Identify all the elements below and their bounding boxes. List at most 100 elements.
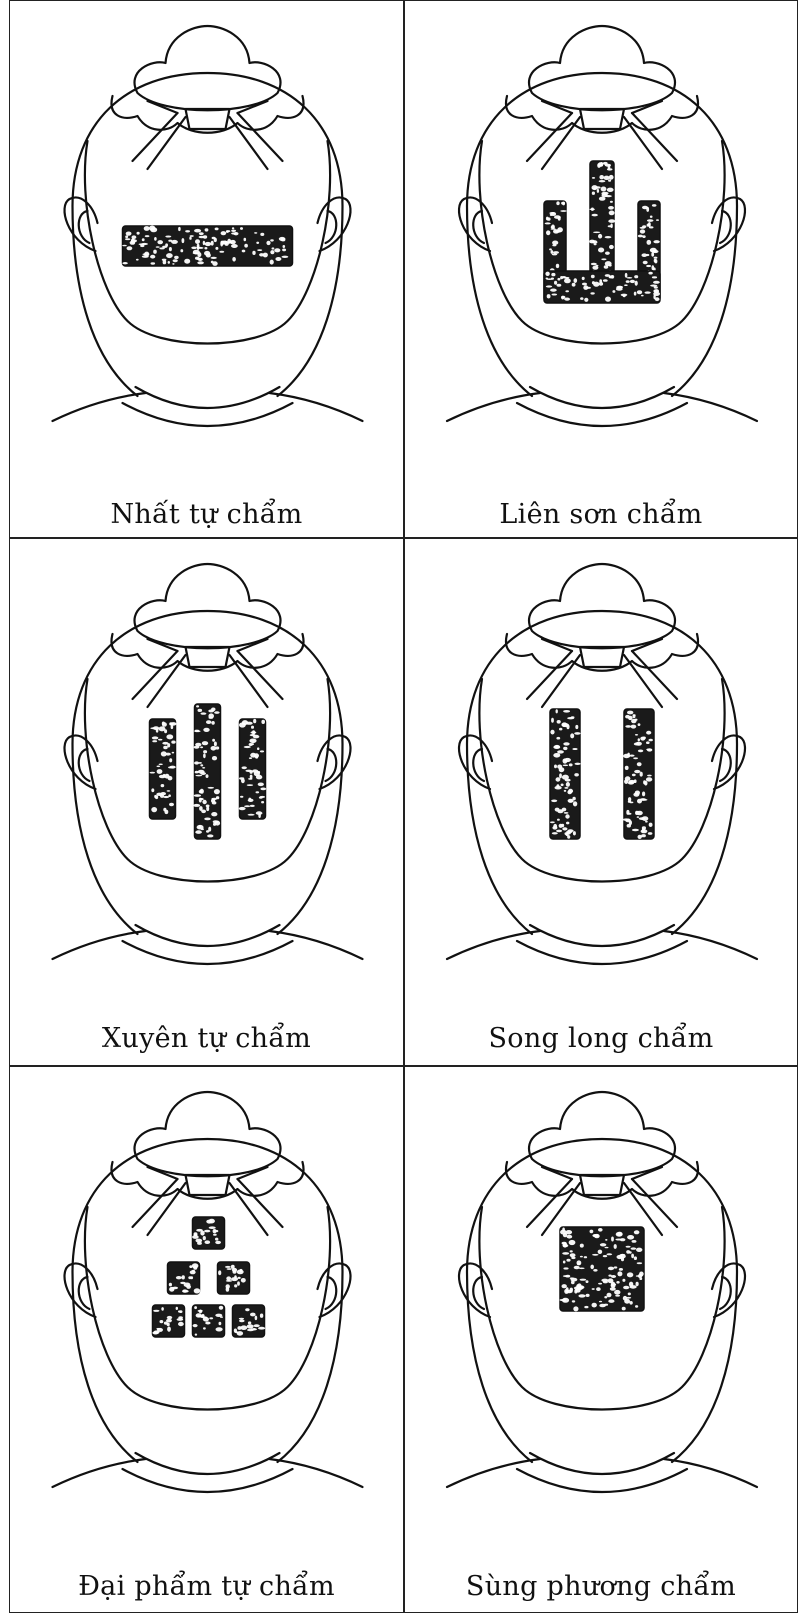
hair-speck xyxy=(620,1238,626,1241)
hair-speck xyxy=(590,1230,594,1234)
hair-pattern-horizontal-bar xyxy=(122,226,292,267)
hair-speck xyxy=(232,227,234,229)
hair-speck xyxy=(239,1318,244,1320)
hair-speck xyxy=(195,730,200,732)
hair-speck xyxy=(251,726,254,729)
hair-speck xyxy=(627,753,630,757)
hair-speck xyxy=(628,1293,631,1296)
hair-speck xyxy=(650,285,657,287)
hair-speck xyxy=(211,798,217,800)
hair-speck xyxy=(171,725,174,729)
hair-speck xyxy=(559,824,563,828)
hair-pattern-pyramid xyxy=(152,1217,265,1337)
hair-speck xyxy=(201,712,207,714)
hair-speck xyxy=(551,212,556,216)
hair-speck xyxy=(592,240,597,244)
hair-speck xyxy=(260,788,266,791)
hair-pattern-mountain xyxy=(543,161,660,303)
hair-speck xyxy=(546,278,553,280)
hair-speck xyxy=(609,211,615,216)
hair-speck xyxy=(226,230,229,233)
hair-speck xyxy=(640,772,643,777)
hair-speck xyxy=(618,286,623,288)
hair-speck xyxy=(253,735,259,739)
knot-base xyxy=(186,109,230,129)
hair-speck xyxy=(563,1298,566,1302)
head-outline xyxy=(447,564,757,964)
hair-speck xyxy=(196,705,199,707)
hair-speck xyxy=(199,232,204,235)
top-knot xyxy=(134,26,280,110)
hair-speck xyxy=(214,711,219,714)
hair-speck xyxy=(240,796,243,798)
head-illustration xyxy=(10,1,405,539)
hair-speck xyxy=(563,742,569,745)
hair-speck xyxy=(642,737,646,740)
ruffle xyxy=(112,634,304,671)
hair-speck xyxy=(205,228,209,231)
hair-speck xyxy=(249,798,252,800)
hair-speck xyxy=(593,232,600,234)
hair-speck xyxy=(635,1305,638,1308)
hair-speck xyxy=(556,201,559,205)
knot-base xyxy=(580,1175,624,1195)
hair-speck xyxy=(198,709,203,712)
hair-speck xyxy=(244,238,247,241)
hair-speck xyxy=(191,247,197,250)
hair-speck xyxy=(562,276,566,278)
style-caption: Liên sơn chẩm xyxy=(405,499,797,530)
hair-speck xyxy=(634,1256,637,1260)
hair-speck xyxy=(626,1297,632,1299)
hair-speck xyxy=(270,239,274,241)
hair-speck xyxy=(253,1324,259,1327)
hair-speck xyxy=(638,235,643,238)
hair-speck xyxy=(189,237,191,240)
hair-speck xyxy=(163,260,167,264)
hair-speck xyxy=(614,1266,618,1268)
hair-speck xyxy=(241,778,245,783)
collar xyxy=(123,403,293,426)
hair-speck xyxy=(646,254,650,256)
hair-block xyxy=(193,1305,225,1337)
hair-speck xyxy=(626,280,630,283)
hair-speck xyxy=(157,766,161,768)
hair-speck xyxy=(586,287,591,289)
hair-speck xyxy=(575,763,581,765)
hair-speck xyxy=(179,1310,182,1313)
hair-speck xyxy=(168,794,171,797)
hair-speck xyxy=(152,1331,158,1334)
hair-speck xyxy=(575,725,578,729)
hair-speck xyxy=(153,1310,159,1312)
hair-speck xyxy=(560,1230,566,1235)
hair-speck xyxy=(647,224,650,227)
hair-speck xyxy=(621,294,628,297)
hair-speck xyxy=(232,1268,237,1272)
hair-speck xyxy=(608,1299,614,1303)
hair-speck xyxy=(601,258,606,260)
hair-speck xyxy=(572,1300,575,1302)
hair-speck xyxy=(257,747,259,750)
hair-speck xyxy=(234,1284,237,1287)
hair-speck xyxy=(244,746,251,748)
hair-speck xyxy=(571,716,575,718)
hair-speck xyxy=(653,240,659,243)
hair-speck xyxy=(646,777,652,781)
hair-speck xyxy=(144,252,149,257)
hair-speck xyxy=(194,229,201,233)
hair-speck xyxy=(604,265,609,268)
hair-speck xyxy=(592,1288,595,1290)
hair-speck xyxy=(599,175,604,179)
hair-speck xyxy=(557,750,564,753)
hair-speck xyxy=(156,1328,159,1330)
hair-speck xyxy=(172,752,175,754)
hair-speck xyxy=(151,788,154,792)
hair-speck xyxy=(231,232,237,234)
hair-speck xyxy=(645,291,651,293)
hair-speck xyxy=(172,1287,178,1290)
hair-speck xyxy=(562,1284,567,1288)
hair-speck xyxy=(201,828,204,830)
hair-speck xyxy=(279,237,286,241)
hair-speck xyxy=(624,284,628,286)
ruffle xyxy=(506,634,698,671)
hair-speck xyxy=(194,794,201,797)
